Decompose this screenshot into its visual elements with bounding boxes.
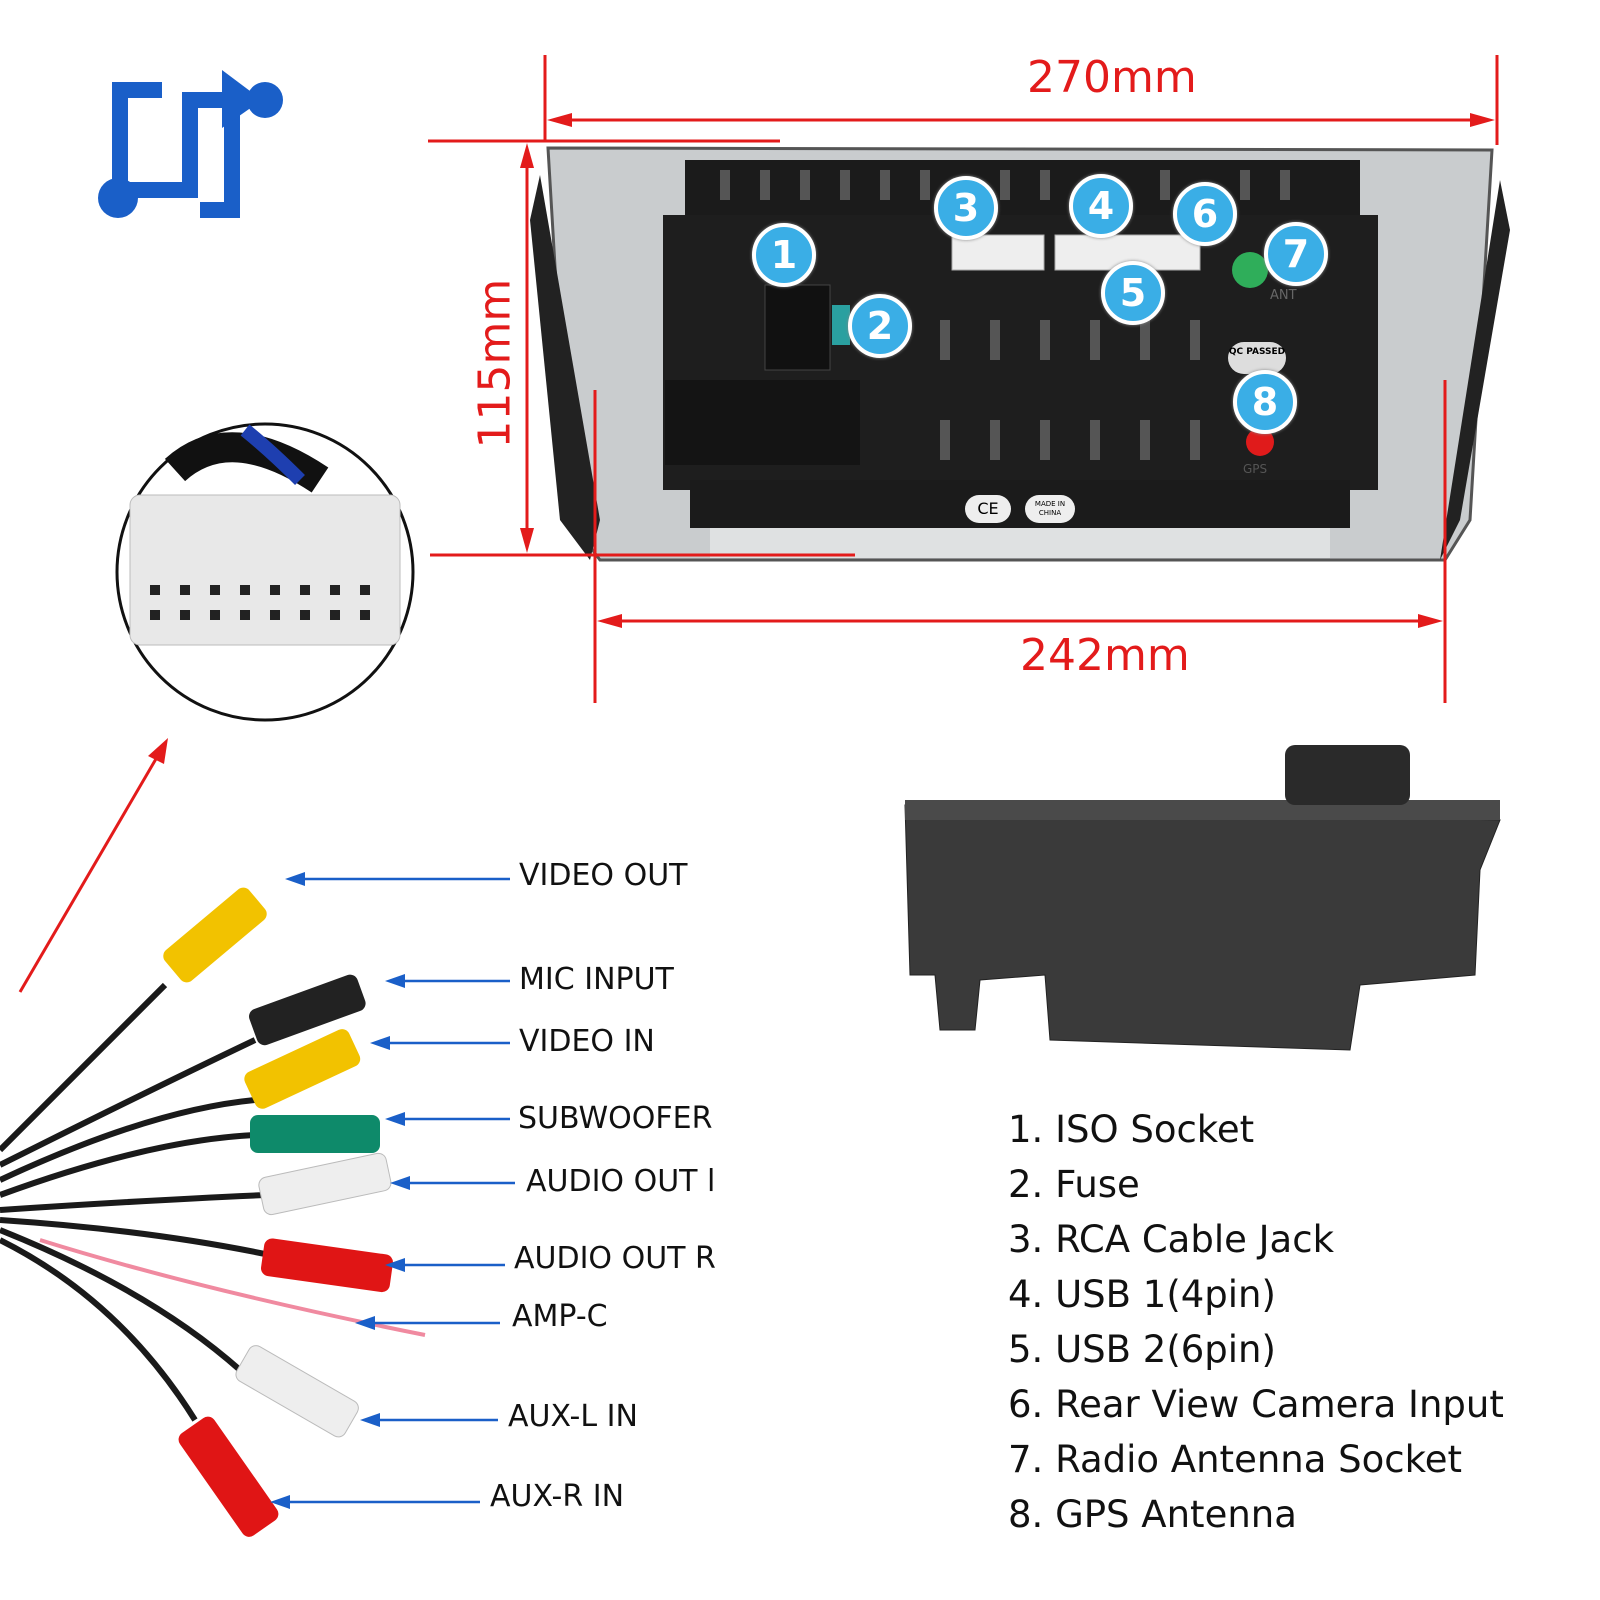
legend-item: 1. ISO Socket [1008,1108,1255,1151]
rca-plugs [163,887,393,1537]
cable-label-amp-c: AMP-C [512,1299,608,1334]
height-dimension-label: 115mm [469,278,521,449]
dimension-lines [18,55,1499,993]
badge-2-fuse: 2 [848,294,912,358]
legend-item: 8. GPS Antenna [1008,1493,1297,1536]
qc-passed-sticker: QC PASSED [1228,342,1286,374]
badge-7-radio-antenna: 7 [1264,222,1328,286]
cable-label-video-in: VIDEO IN [519,1024,655,1059]
port-legend: 1. ISO Socket 2. Fuse 3. RCA Cable Jack … [1008,1102,1504,1542]
cable-label-aux-r-in: AUX-R IN [490,1479,625,1514]
badge-4-usb1: 4 [1069,174,1133,238]
bottom-width-dimension-label: 242mm [1020,630,1190,681]
badge-8-gps: 8 [1233,370,1297,434]
ce-sticker: CE [965,495,1011,523]
cable-label-audio-out-r: AUDIO OUT R [514,1241,716,1276]
width-dimension-label: 270mm [1027,52,1197,103]
cable-label-mic-input: MIC INPUT [519,962,674,997]
iso-connector-inset [115,422,415,722]
cable-label-video-out: VIDEO OUT [519,858,688,893]
legend-item: 7. Radio Antenna Socket [1008,1438,1463,1481]
head-unit-side-view [904,745,1501,1051]
cable-label-subwoofer: SUBWOOFER [518,1101,713,1136]
label-arrows [270,872,515,1509]
made-in-china-sticker: MADE IN CHINA [1025,495,1075,523]
cable-label-audio-out-l: AUDIO OUT l [526,1164,716,1199]
legend-item: 5. USB 2(6pin) [1008,1328,1276,1371]
badge-1-iso-socket: 1 [752,223,816,287]
legend-item: 2. Fuse [1008,1163,1140,1206]
cable-label-aux-l-in: AUX-L IN [508,1399,638,1434]
legend-item: 6. Rear View Camera Input [1008,1383,1504,1426]
head-unit-back-view [530,146,1510,562]
rca-cable-bundle [0,982,426,1422]
ant-port-label: ANT [1270,288,1297,303]
badge-6-camera: 6 [1173,182,1237,246]
badge-3-rca-jack: 3 [934,176,998,240]
legend-item: 4. USB 1(4pin) [1008,1273,1276,1316]
gps-port-label: GPS [1243,462,1268,476]
badge-5-usb2: 5 [1101,261,1165,325]
brand-logo [98,70,283,218]
legend-item: 3. RCA Cable Jack [1008,1218,1334,1261]
